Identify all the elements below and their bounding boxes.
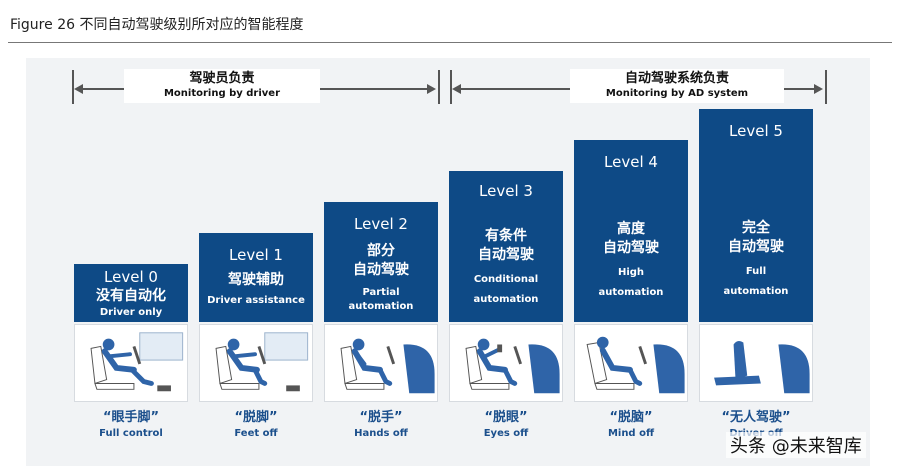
level-4-tag-en: Mind off bbox=[607, 428, 655, 439]
level-4-zh-line2: 自动驾驶 bbox=[603, 240, 659, 256]
level-2-tag-zh: “脱手” bbox=[359, 410, 403, 425]
range-system-en: Monitoring by AD system bbox=[605, 88, 749, 99]
level-4-zh-line1: 高度 bbox=[617, 221, 645, 237]
level-4-title: Level 4 bbox=[604, 153, 658, 171]
figure-caption: Figure 26 不同自动驾驶级别所对应的智能程度 bbox=[10, 17, 304, 33]
level-3-zh-line2: 自动驾驶 bbox=[478, 247, 534, 263]
level-4-en-line1: High bbox=[617, 267, 645, 278]
range-system-left-arrow bbox=[452, 84, 461, 94]
level-1-title: Level 1 bbox=[229, 246, 283, 264]
level-3-driver-illustration bbox=[449, 324, 563, 402]
level-3-zh-line1: 有条件 bbox=[485, 228, 527, 244]
level-5-tag-zh: “无人驾驶” bbox=[721, 410, 791, 425]
level-3-tag-zh: “脱眼” bbox=[484, 410, 528, 425]
range-system-end-tick bbox=[825, 70, 827, 104]
level-2-en-line2: automation bbox=[348, 301, 414, 312]
level-5-zh-line1: 完全 bbox=[742, 220, 770, 236]
range-driver-en: Monitoring by driver bbox=[163, 88, 281, 99]
driver-feet-off-icon bbox=[215, 332, 309, 392]
caption-divider bbox=[8, 42, 892, 43]
level-2-driver-illustration bbox=[324, 324, 438, 402]
range-driver-start-tick bbox=[72, 70, 74, 104]
level-0-zh-line1: 没有自动化 bbox=[96, 288, 166, 304]
level-2-zh-line1: 部分 bbox=[367, 243, 395, 259]
source-watermark: 头条 @未来智库 bbox=[726, 432, 866, 458]
range-system-label: 自动驾驶系统负责 Monitoring by AD system bbox=[570, 69, 784, 103]
level-1-en-line1: Driver assistance bbox=[207, 295, 305, 306]
level-2-en-line1: Partial bbox=[362, 287, 400, 298]
level-1-tag-en: Feet off bbox=[234, 428, 278, 439]
level-4-en-line2: automation bbox=[598, 287, 664, 298]
level-0-driver-illustration bbox=[74, 324, 188, 402]
level-5-title: Level 5 bbox=[729, 122, 783, 140]
range-system-zh: 自动驾驶系统负责 bbox=[624, 71, 729, 86]
level-1-driver-illustration bbox=[199, 324, 313, 402]
level-5-driver-illustration bbox=[699, 324, 813, 402]
driver-mind-off-icon bbox=[586, 336, 685, 394]
level-2-title: Level 2 bbox=[354, 215, 408, 233]
level-0-en-line1: Driver only bbox=[99, 307, 163, 318]
range-system-start-tick bbox=[450, 70, 452, 104]
range-driver-left-arrow bbox=[74, 84, 83, 94]
level-4-tag-zh: “脱脑” bbox=[609, 410, 653, 425]
level-5-card: Level 5 完全 自动驾驶 Full automation bbox=[699, 109, 813, 322]
driver-hands-off-icon bbox=[340, 338, 435, 394]
level-0-title: Level 0 bbox=[104, 268, 158, 286]
level-2-tag-en: Hands off bbox=[354, 428, 408, 439]
level-2-zh-line2: 自动驾驶 bbox=[353, 262, 409, 278]
range-driver-zh: 驾驶员负责 bbox=[189, 71, 255, 86]
level-1-zh-line1: 驾驶辅助 bbox=[228, 272, 284, 288]
level-1-card: Level 1 驾驶辅助 Driver assistance bbox=[199, 233, 313, 322]
level-5-en-line2: automation bbox=[723, 286, 789, 297]
level-3-en-line2: automation bbox=[473, 294, 539, 305]
range-driver-end-tick bbox=[438, 70, 440, 104]
level-0-tag-en: Full control bbox=[99, 428, 163, 439]
range-driver-right-arrow bbox=[427, 84, 436, 94]
level-3-card: Level 3 有条件 自动驾驶 Conditional automation bbox=[449, 171, 563, 322]
range-driver-label: 驾驶员负责 Monitoring by driver bbox=[124, 69, 320, 103]
level-3-title: Level 3 bbox=[479, 182, 533, 200]
empty-seat-icon bbox=[714, 340, 810, 394]
level-4-card: Level 4 高度 自动驾驶 High automation bbox=[574, 140, 688, 322]
driver-eyes-off-icon bbox=[465, 338, 560, 394]
level-4-driver-illustration bbox=[574, 324, 688, 402]
level-0-tag-zh: “眼手脚” bbox=[102, 410, 160, 425]
driver-full-control-icon bbox=[90, 332, 184, 392]
level-1-tag-zh: “脱脚” bbox=[234, 410, 278, 425]
level-3-en-line1: Conditional bbox=[473, 274, 539, 285]
level-5-zh-line2: 自动驾驶 bbox=[728, 239, 784, 255]
range-system-right-arrow bbox=[814, 84, 823, 94]
level-5-en-line1: Full bbox=[745, 266, 767, 277]
level-3-tag-en: Eyes off bbox=[483, 428, 529, 439]
level-0-card: Level 0 没有自动化 Driver only bbox=[74, 264, 188, 322]
level-2-card: Level 2 部分 自动驾驶 Partial automation bbox=[324, 202, 438, 322]
